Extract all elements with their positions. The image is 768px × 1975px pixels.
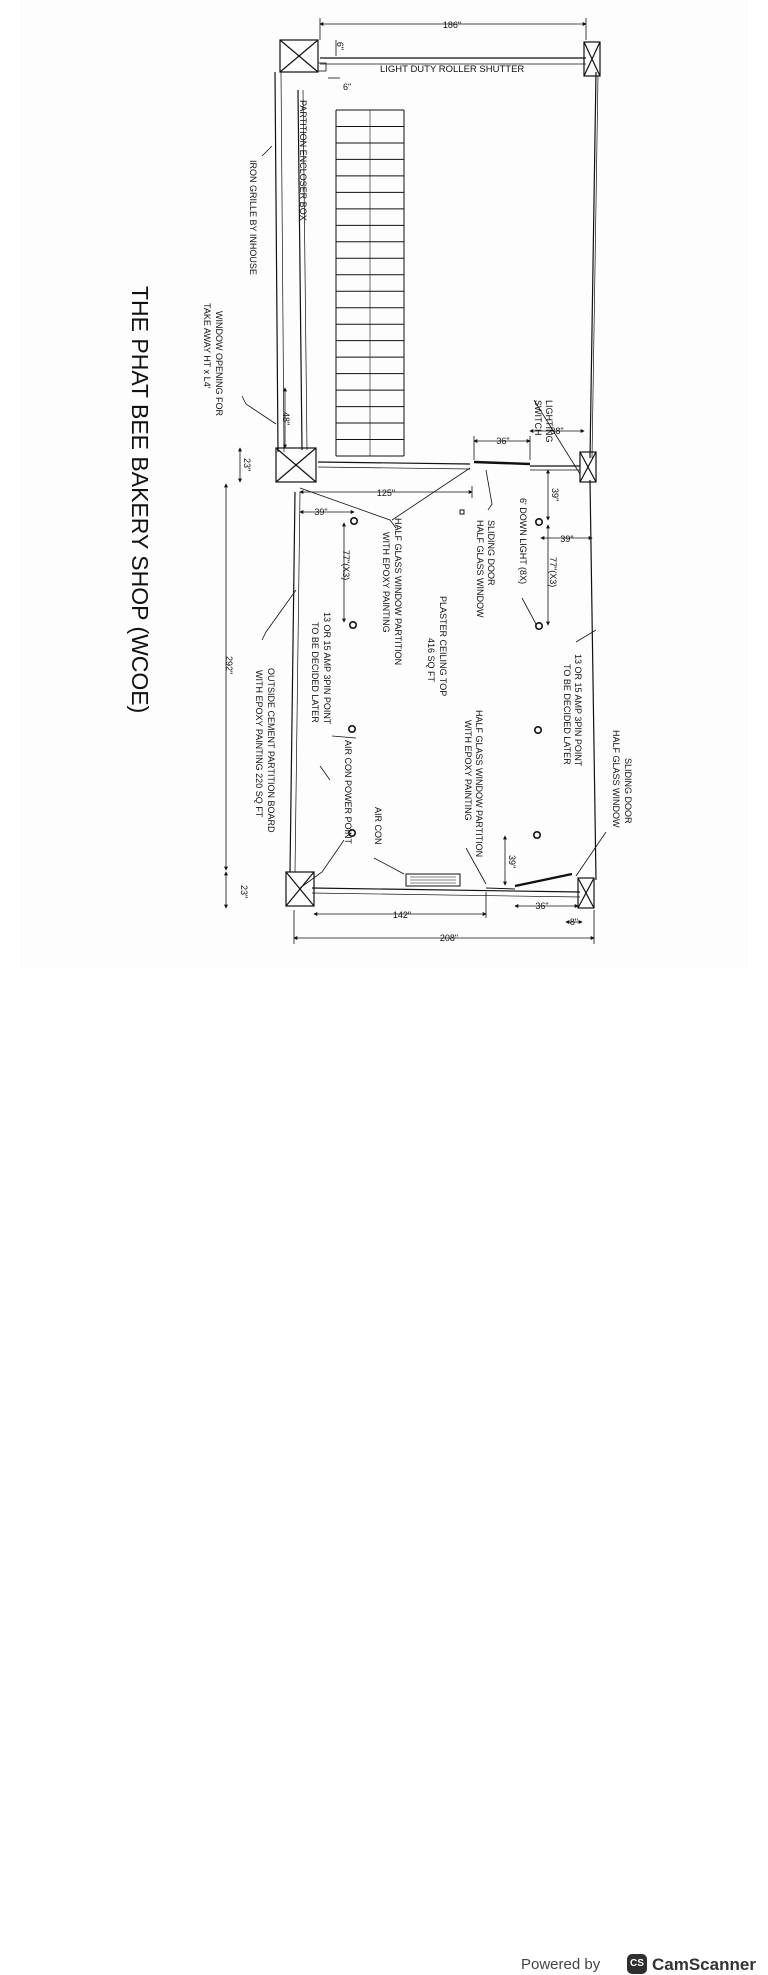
label-plaster-ceiling-2: 416 SQ FT (426, 638, 436, 683)
lighting-switch-point (459, 509, 465, 515)
label-amp-left-1: 13 OR 15 AMP 3PIN POINT (322, 612, 332, 725)
air-con-unit (405, 873, 461, 887)
dim-292: 292" (224, 656, 234, 674)
column-bottom-right (577, 877, 595, 909)
down-light-1 (349, 516, 358, 525)
label-roller-shutter: LIGHT DUTY ROLLER SHUTTER (380, 64, 524, 75)
label-sliding-right-2: HALF GLASS WINDOW (611, 730, 621, 828)
label-lighting-1: LIGHTING (544, 400, 554, 443)
staircase (335, 109, 405, 457)
right-wall-lower (589, 479, 597, 881)
outside-cement-partition (289, 491, 296, 873)
dim-6-horizontal: 6" (343, 82, 351, 92)
scanner-footer: Powered by CS CamScanner (0, 968, 768, 1974)
dim-23-bottom: 23" (239, 885, 249, 898)
aircon-power-point (347, 828, 356, 837)
dim-36-bottom: 36" (535, 901, 548, 911)
dim-36-top: 36" (496, 436, 509, 446)
column-top-right (583, 41, 601, 77)
column-mid-left (275, 447, 317, 483)
label-half-glass-left-2: WITH EPOXY PAINTING (381, 532, 391, 633)
label-amp-left-2: TO BE DECIDED LATER (310, 622, 320, 723)
dim-208: 208" (440, 933, 458, 943)
dim-77-right: 77"(X3) (548, 557, 558, 587)
label-iron-grille: IRON GRILLE BY INHOUSE (248, 160, 258, 275)
label-sliding-left-2: HALF GLASS WINDOW (475, 520, 485, 618)
column-top-left (279, 39, 319, 73)
label-lighting-2: SWITCH (533, 400, 543, 436)
sliding-door-lower (514, 872, 573, 888)
down-light-6 (533, 725, 542, 734)
label-outside-partition-2: WITH EPOXY PAINTING 220 SQ FT (254, 670, 264, 818)
dim-38: 38" (550, 426, 563, 436)
dim-39-left: 39" (314, 507, 327, 517)
dim-39-bottom: 39" (507, 855, 517, 868)
column-bottom-left (285, 871, 315, 907)
dim-8: 8" (570, 917, 578, 927)
label-sliding-right-1: SLIDING DOOR (623, 758, 633, 824)
label-aircon: AIR CON (373, 807, 383, 845)
label-sliding-left-1: SLIDING DOOR (486, 520, 496, 586)
down-light-5 (534, 621, 543, 630)
label-half-glass-right-2: WITH EPOXY PAINTING (463, 720, 473, 821)
dim-6-vertical: 6" (335, 42, 345, 50)
label-amp-right-2: TO BE DECIDED LATER (562, 664, 572, 765)
label-plaster-ceiling-1: PLASTER CEILING TOP (438, 596, 448, 696)
label-partition-box: PARTITION ENCLOSER BOX (298, 100, 308, 221)
sliding-door-upper (473, 460, 531, 466)
label-down-light: 6' DOWN LIGHT (8X) (518, 498, 528, 584)
left-wall-upper (274, 71, 279, 453)
scanned-page (22, 0, 746, 968)
dim-125: 125" (377, 488, 395, 498)
label-half-glass-right-1: HALF GLASS WINDOW PARTITION (474, 710, 484, 857)
dim-186: 186" (443, 20, 461, 30)
powered-by-text: Powered by (521, 1956, 601, 1973)
dim-48: 48" (281, 412, 291, 425)
floor-plan: 186" 6" 6" LIGHT DUTY ROLLER SHUTTER PAR… (127, 18, 633, 944)
dim-23-top: 23" (242, 458, 252, 471)
down-light-3 (347, 724, 356, 733)
dim-39-right-vertical: 39" (550, 488, 560, 501)
down-light-4 (534, 517, 543, 526)
light-points (347, 509, 543, 839)
label-window-opening-2: TAKE AWAY HT x L4' (202, 303, 212, 389)
half-glass-partition-upper (317, 461, 471, 465)
dim-77-left: 77"(X3) (341, 550, 351, 580)
down-light-7 (532, 830, 541, 839)
right-wall-upper (589, 71, 597, 459)
bottom-wall (311, 887, 581, 893)
down-light-2 (348, 620, 357, 629)
page-title: THE PHAT BEE BAKERY SHOP (WCOE) (127, 286, 153, 713)
label-aircon-power: AIR CON POWER POINT (343, 740, 353, 845)
dim-142: 142" (393, 910, 411, 920)
camscanner-logo-icon: CS (627, 1954, 647, 1974)
column-mid-right (579, 451, 597, 483)
label-amp-right-1: 13 OR 15 AMP 3PIN POINT (573, 654, 583, 767)
label-outside-partition-1: OUTSIDE CEMENT PARTITION BOARD (266, 668, 276, 833)
camscanner-brand: CamScanner (652, 1955, 756, 1974)
partition-enclosure-box-wall (297, 89, 303, 451)
dim-39-right: 39" (560, 534, 573, 544)
label-window-opening-1: WINDOW OPENING FOR (214, 311, 224, 416)
label-half-glass-left-1: HALF GLASS WINDOW PARTITION (393, 518, 403, 665)
